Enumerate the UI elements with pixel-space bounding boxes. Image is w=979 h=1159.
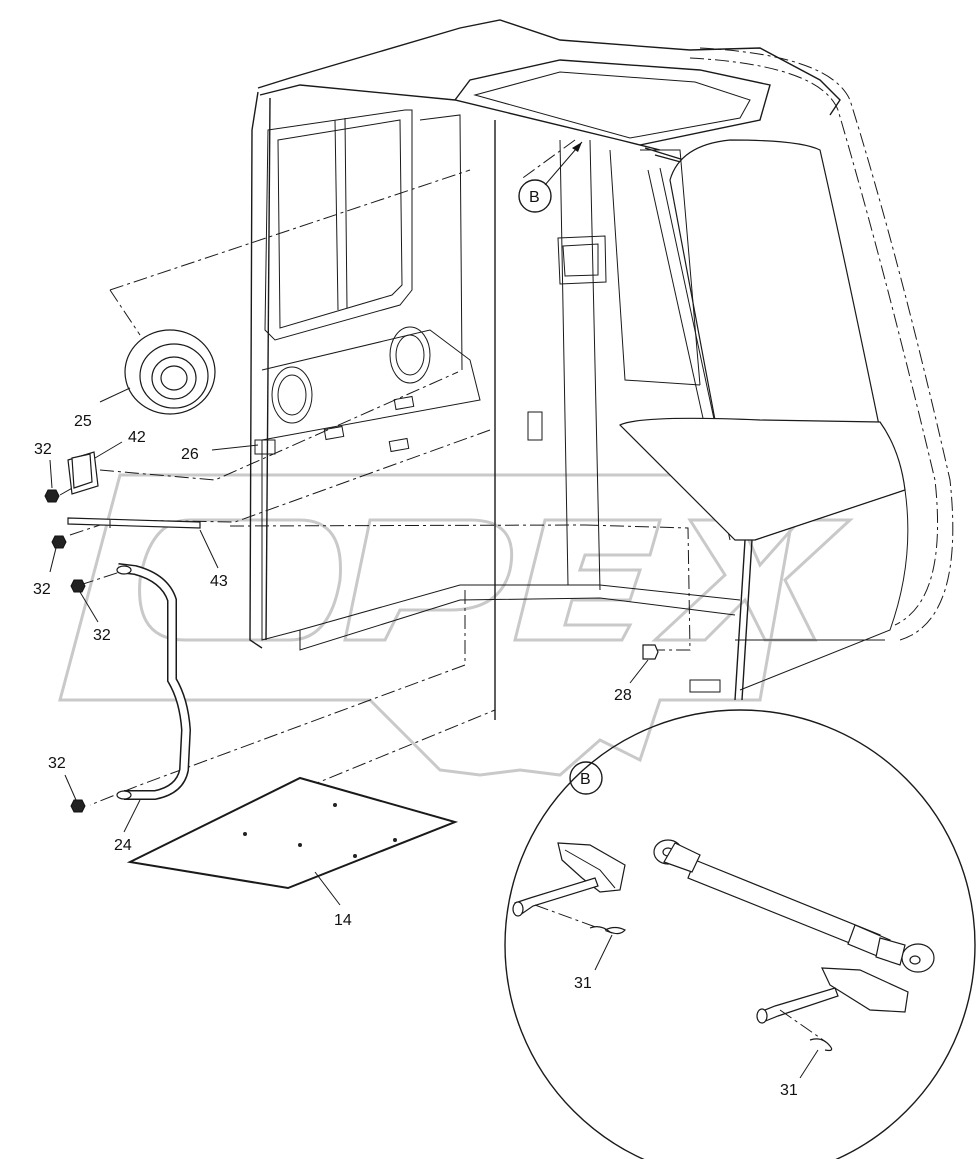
- detail-view-b-label: B: [569, 761, 603, 795]
- bracket-part: [67, 451, 99, 495]
- detail-view-b-label-text: B: [580, 771, 591, 788]
- callout-32: 32: [33, 581, 51, 598]
- callout-28: 28: [614, 687, 632, 704]
- leader-lines: [59, 139, 691, 836]
- callout-14: 14: [334, 912, 352, 929]
- detail-view-b: [504, 709, 976, 1159]
- floor-mat-part: [126, 776, 459, 890]
- bolt-28-part: [642, 644, 659, 660]
- callout-43: 43: [210, 573, 228, 590]
- callout-leaders: [49, 141, 819, 1079]
- grab-rail-part: [116, 563, 192, 800]
- callout-32: 32: [93, 627, 111, 644]
- callout-31: 31: [780, 1082, 798, 1099]
- callout-32: 32: [48, 755, 66, 772]
- detail-marker-b: B: [518, 179, 552, 213]
- detail-marker-b-label: B: [529, 189, 540, 206]
- strip-part: [67, 517, 201, 529]
- operator-cab: [249, 19, 954, 720]
- callout-26: 26: [181, 446, 199, 463]
- callout-42: 42: [128, 429, 146, 446]
- bolt-parts: [44, 489, 86, 813]
- speaker-cover-part: [124, 329, 216, 415]
- callout-31: 31: [574, 975, 592, 992]
- callout-32: 32: [34, 441, 52, 458]
- callout-24: 24: [114, 837, 132, 854]
- callout-labels: 25 42 32 26 43 32 32 32 24 14 28 31 31: [33, 413, 798, 1099]
- callout-25: 25: [74, 413, 92, 430]
